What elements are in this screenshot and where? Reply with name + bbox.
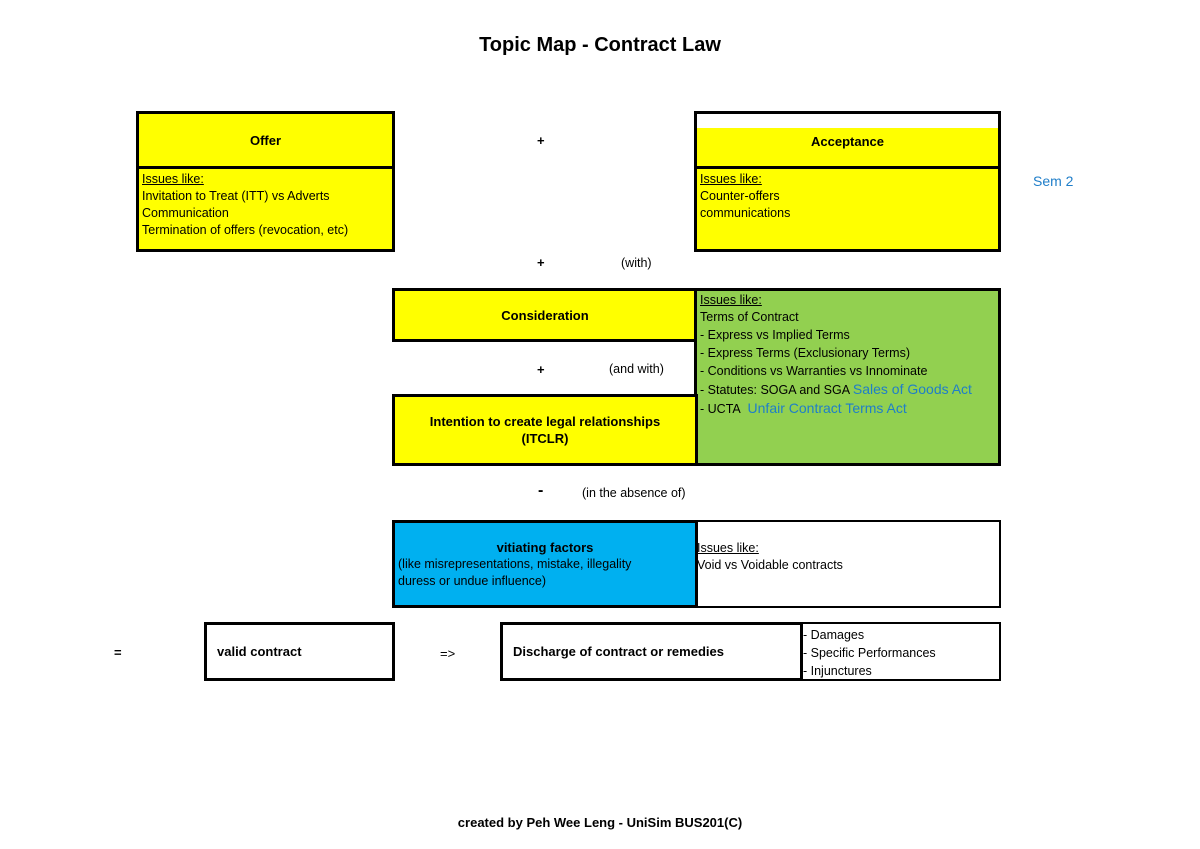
- plus-operator: +: [537, 362, 545, 377]
- footer-credit: created by Peh Wee Leng - UniSim BUS201(…: [457, 815, 743, 830]
- terms-issues-box: Issues like: Terms of Contract - Express…: [694, 288, 1001, 466]
- remedy-item: - Specific Performances: [803, 646, 936, 660]
- plus-operator: +: [537, 133, 545, 148]
- itclr-abbrev: (ITCLR): [521, 431, 569, 446]
- page-title: Topic Map - Contract Law: [479, 34, 721, 56]
- valid-contract-label: valid contract: [217, 644, 302, 659]
- terms-issues-heading: Issues like:: [700, 293, 762, 307]
- terms-item: - Express Terms (Exclusionary Terms): [700, 346, 910, 360]
- vitiating-issues-heading: Issues like:: [697, 541, 759, 555]
- vitiating-issues-box: Issues like: Void vs Voidable contracts: [694, 520, 1001, 608]
- acceptance-issue-item: Counter-offers: [700, 189, 780, 203]
- ucta-note: Unfair Contract Terms Act: [747, 400, 907, 416]
- terms-item: - Conditions vs Warranties vs Innominate: [700, 364, 928, 378]
- with-label: (with): [621, 256, 652, 270]
- offer-issues-box: Issues like: Invitation to Treat (ITT) v…: [136, 166, 395, 252]
- itclr-box: Intention to create legal relationships …: [392, 394, 698, 466]
- plus-operator: +: [537, 255, 545, 270]
- arrow-operator: =>: [440, 646, 456, 661]
- absence-label: (in the absence of): [582, 486, 686, 500]
- vitiating-box: vitiating factors (like misrepresentatio…: [392, 520, 698, 608]
- offer-issue-item: Invitation to Treat (ITT) vs Adverts: [142, 189, 330, 203]
- acceptance-header-box: Acceptance: [694, 111, 1001, 169]
- soga-note: Sales of Goods Act: [852, 381, 972, 397]
- acceptance-header-label: Acceptance: [811, 134, 884, 149]
- terms-item: Terms of Contract: [700, 310, 799, 324]
- and-with-label: (and with): [609, 362, 664, 376]
- vitiating-line: (like misrepresentations, mistake, illeg…: [398, 557, 632, 571]
- offer-issue-item: Termination of offers (revocation, etc): [142, 223, 349, 237]
- offer-issues-heading: Issues like:: [142, 172, 204, 186]
- vitiating-issue-item: Void vs Voidable contracts: [697, 558, 843, 572]
- vitiating-line: duress or undue influence): [398, 574, 547, 588]
- offer-header-label: Offer: [249, 132, 282, 148]
- valid-contract-box: valid contract: [204, 622, 395, 681]
- terms-item: - UCTA: [700, 402, 741, 416]
- terms-item: - Statutes: SOGA and SGA: [700, 383, 850, 397]
- consideration-label: Consideration: [501, 307, 589, 323]
- acceptance-issues-box: Issues like: Counter-offers communicatio…: [694, 166, 1001, 252]
- vitiating-label: vitiating factors: [496, 540, 594, 555]
- remedy-item: - Injunctures: [803, 664, 872, 678]
- remedies-box: - Damages - Specific Performances - Inju…: [800, 622, 1001, 681]
- offer-header-box: Offer: [136, 111, 395, 169]
- acceptance-issues-heading: Issues like:: [700, 172, 762, 186]
- minus-operator: -: [538, 482, 544, 499]
- terms-item: - Express vs Implied Terms: [700, 328, 850, 342]
- acceptance-issue-item: communications: [700, 206, 791, 220]
- consideration-box: Consideration: [392, 288, 698, 342]
- discharge-label: Discharge of contract or remedies: [513, 644, 724, 659]
- remedy-item: - Damages: [803, 628, 865, 642]
- offer-issue-item: Communication: [142, 206, 229, 220]
- discharge-box: Discharge of contract or remedies: [500, 622, 803, 681]
- itclr-label: Intention to create legal relationships: [429, 414, 661, 429]
- equals-operator: =: [114, 645, 122, 660]
- sem-note: Sem 2: [1033, 173, 1074, 189]
